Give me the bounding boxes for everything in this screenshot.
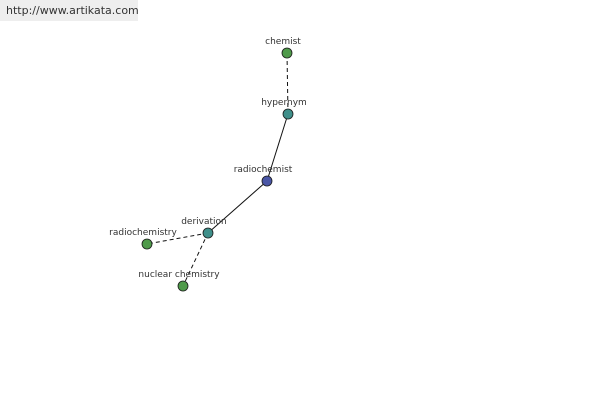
graph-nodes: radiochemist hypernym chemist derivation rad… [109, 37, 307, 292]
node-label-radiochemist: radiochemist [234, 165, 293, 175]
site-url-text: http://www.artikata.com [6, 4, 139, 17]
node-dot-chemist[interactable] [281, 47, 293, 59]
node-dot-radiochemist[interactable] [261, 175, 273, 187]
node-radiochemistry[interactable]: radiochemistry [109, 228, 177, 250]
node-label-nuclear-chemistry: nuclear chemistry [138, 270, 220, 280]
node-dot-derivation[interactable] [202, 227, 214, 239]
node-label-radiochemistry: radiochemistry [109, 228, 177, 238]
node-label-derivation: derivation [181, 217, 227, 227]
node-nuclear-chemistry[interactable]: nuclear chemistry [138, 270, 220, 292]
node-derivation[interactable]: derivation [181, 217, 227, 239]
node-radiochemist[interactable]: radiochemist [234, 165, 293, 187]
edge-radiochemist-to-derivation [207, 180, 268, 234]
node-dot-radiochemistry[interactable] [141, 238, 153, 250]
graph-edges [146, 52, 289, 287]
node-label-chemist: chemist [265, 37, 301, 47]
node-dot-hypernym[interactable] [282, 108, 294, 120]
edge-derivation-to-nuclear-chemistry [182, 232, 209, 287]
node-chemist[interactable]: chemist [265, 37, 301, 59]
edge-derivation-to-radiochemistry [146, 232, 209, 245]
node-dot-nuclear-chemistry[interactable] [177, 280, 189, 292]
node-label-hypernym: hypernym [261, 98, 307, 108]
edge-hypernym-to-chemist [286, 52, 289, 115]
node-hypernym[interactable]: hypernym [261, 98, 307, 120]
edge-radiochemist-to-hypernym [266, 113, 289, 182]
site-url-watermark[interactable]: http://www.artikata.com [0, 0, 139, 21]
